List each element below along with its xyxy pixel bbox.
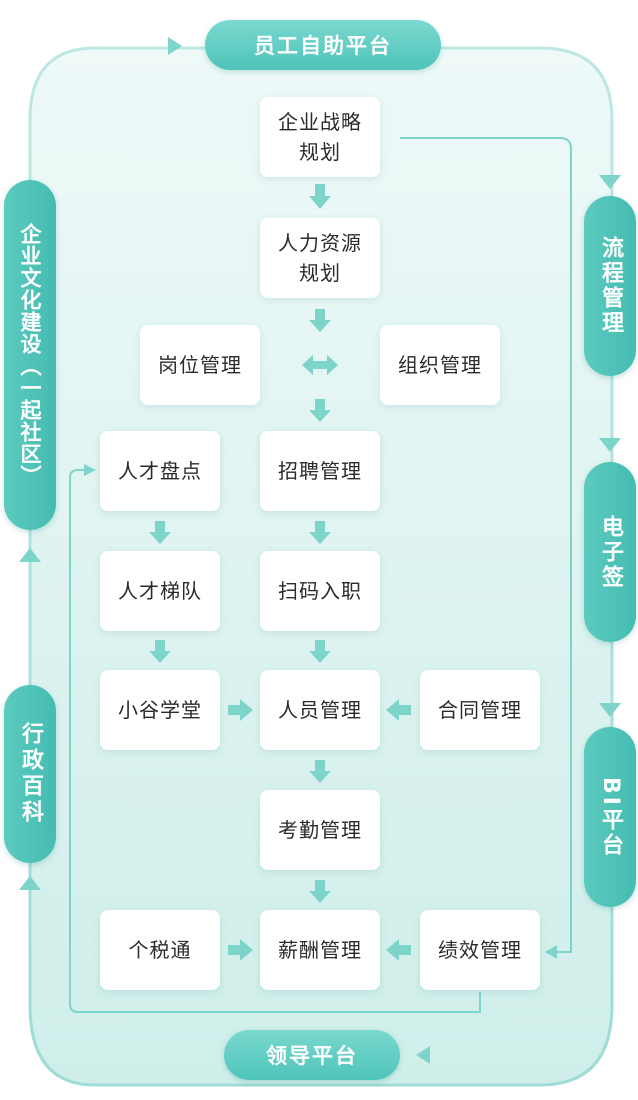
loop-arrows [19, 37, 621, 1064]
performance-to-talent-line [69, 469, 481, 1013]
admin-encyclopedia-pill[interactable]: 行政百科 [4, 685, 56, 863]
leader-platform-pill[interactable]: 领导平台 [224, 1030, 400, 1080]
arrow-to-culture [19, 548, 41, 562]
box-arrows [149, 184, 411, 961]
arrow-to-bi [599, 703, 621, 717]
arrow-tax-payroll [228, 939, 253, 961]
tax-box[interactable]: 个税通 [100, 910, 220, 990]
arrow-to-bottom-pill [416, 1046, 430, 1064]
academy-box[interactable]: 小谷学堂 [100, 670, 220, 750]
organization-box[interactable]: 组织管理 [380, 325, 500, 405]
strategy-to-performance-line [400, 137, 572, 953]
esign-pill[interactable]: 电子签 [584, 462, 636, 642]
recruitment-box[interactable]: 招聘管理 [260, 431, 380, 511]
arrow-to-process [599, 175, 621, 189]
payroll-box[interactable]: 薪酬管理 [260, 910, 380, 990]
personnel-box[interactable]: 人员管理 [260, 670, 380, 750]
strategy-to-performance-arrowhead [545, 945, 557, 959]
talent-pipeline-box[interactable]: 人才梯队 [100, 551, 220, 631]
arrow-to-esign [599, 438, 621, 452]
arrow-talent-pipeline [149, 521, 171, 544]
arrow-to-admin [19, 876, 41, 890]
talent-review-box[interactable]: 人才盘点 [100, 431, 220, 511]
employee-self-service-pill[interactable]: 员工自助平台 [205, 20, 441, 70]
onboarding-box[interactable]: 扫码入职 [260, 551, 380, 631]
culture-pill[interactable]: 企业文化建设（一起社区） [4, 180, 56, 530]
arrow-recruit-onboard [309, 521, 331, 544]
attendance-box[interactable]: 考勤管理 [260, 790, 380, 870]
arrow-strategy-hr [309, 184, 331, 209]
arrow-performance-payroll [386, 939, 411, 961]
performance-to-talent-arrowhead [84, 464, 96, 476]
arrow-contract-personnel [386, 699, 411, 721]
arrow-pipeline-academy [149, 640, 171, 663]
bi-platform-pill[interactable]: BI平台 [584, 727, 636, 907]
arrow-personnel-attendance [309, 760, 331, 783]
arrow-to-top-pill [168, 37, 182, 55]
contract-box[interactable]: 合同管理 [420, 670, 540, 750]
process-management-pill[interactable]: 流程管理 [584, 196, 636, 376]
strategy-box[interactable]: 企业战略规划 [260, 97, 380, 177]
position-box[interactable]: 岗位管理 [140, 325, 260, 405]
performance-box[interactable]: 绩效管理 [420, 910, 540, 990]
hr-planning-box[interactable]: 人力资源规划 [260, 218, 380, 298]
arrow-onboard-personnel [309, 640, 331, 663]
arrow-attendance-payroll [309, 880, 331, 903]
double-arrow-position-org [302, 355, 338, 375]
arrow-hr-mid [309, 309, 331, 332]
arrow-academy-personnel [228, 699, 253, 721]
arrow-mid-recruit [309, 399, 331, 422]
